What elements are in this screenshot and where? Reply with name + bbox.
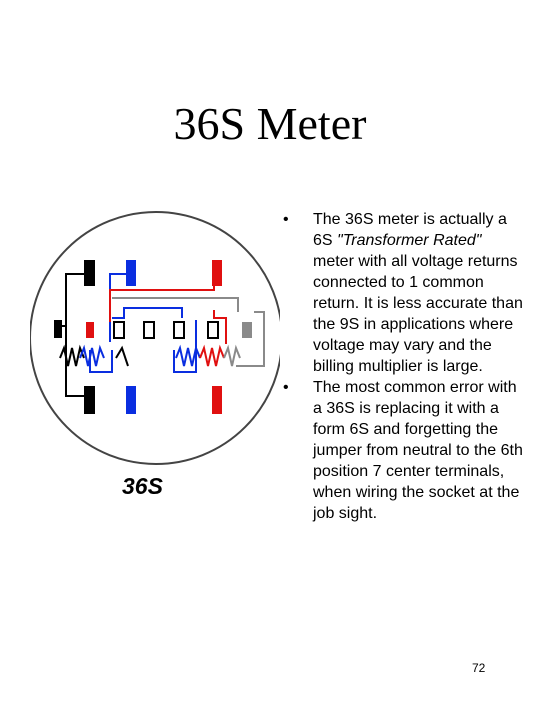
red-wire-right	[213, 310, 227, 344]
terminal-outline-2	[143, 321, 155, 339]
bullet-text-start: The 36S meter is actually a 6S	[313, 211, 507, 249]
small-coil-icon	[115, 345, 129, 367]
gray-coil-icon	[223, 344, 241, 367]
blue-coil-icon-left	[79, 344, 105, 367]
bullet-icon: •	[283, 211, 289, 228]
bullet-text: The 36S meter is actually a 6S "Transfor…	[313, 211, 523, 375]
blue-top-blade	[126, 260, 136, 286]
gray-wire	[112, 297, 239, 312]
black-top-blade	[84, 260, 95, 286]
red-top-blade	[212, 260, 222, 286]
slide-title: 36S Meter	[173, 98, 367, 149]
bullet-icon: •	[283, 379, 289, 396]
gray-terminal	[242, 322, 252, 338]
diagram-label: 36S	[122, 473, 164, 499]
bullet-text: The most common error with a 36S is repl…	[313, 379, 523, 522]
black-coil-icon	[59, 344, 85, 367]
bullet-item: • The most common error with a 36S is re…	[283, 377, 523, 524]
bullet-list: • The 36S meter is actually a 6S "Transf…	[283, 209, 523, 524]
red-bottom-blade	[212, 386, 222, 414]
red-coil-icon	[199, 344, 225, 367]
page-number: 72	[472, 661, 486, 675]
blue-bottom-blade	[126, 386, 136, 414]
bullet-text-italic: "Transformer Rated"	[337, 232, 482, 249]
terminal-outline-4	[207, 321, 219, 339]
left-black-terminal	[54, 320, 62, 338]
blue-coil-icon-right	[175, 344, 201, 367]
meter-wiring-diagram: 36S	[30, 211, 280, 499]
red-terminal-1	[86, 322, 94, 338]
terminal-outline-1	[113, 321, 125, 339]
terminal-outline-3	[173, 321, 185, 339]
blue-wire-loop	[112, 307, 183, 319]
black-wire-bracket	[65, 273, 84, 397]
bullet-text-end: meter with all voltage returns connected…	[313, 253, 523, 375]
black-bottom-blade	[84, 386, 95, 414]
gray-wire-box	[236, 311, 265, 367]
bullet-item: • The 36S meter is actually a 6S "Transf…	[283, 209, 523, 377]
